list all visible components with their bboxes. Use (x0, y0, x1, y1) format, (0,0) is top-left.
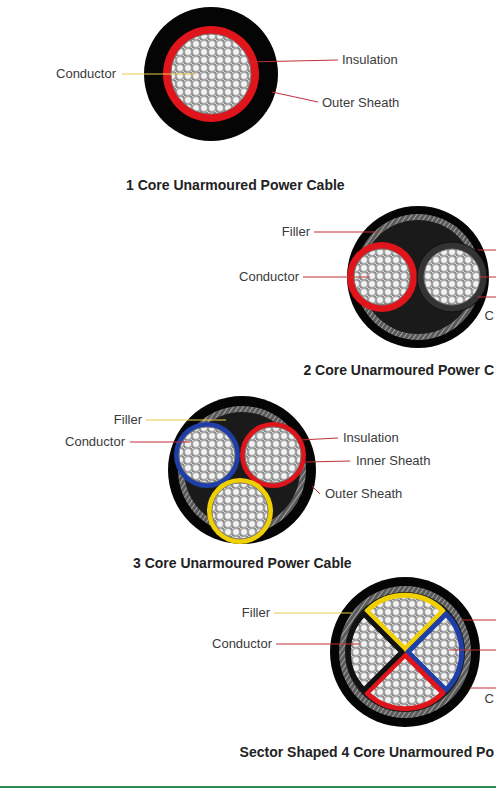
part-label: C (485, 691, 494, 707)
cable-caption: Sector Shaped 4 Core Unarmoured Po (240, 744, 494, 760)
part-label: Filler (114, 412, 142, 428)
cable-caption: 1 Core Unarmoured Power Cable (126, 177, 345, 193)
bottom-rule (0, 786, 496, 788)
part-label: Outer Sheath (325, 486, 402, 502)
part-label: Conductor (239, 269, 299, 285)
two-core-cable (303, 206, 496, 348)
part-label: C (485, 308, 494, 324)
part-label: Conductor (56, 66, 116, 82)
three-core-cable (130, 396, 350, 544)
part-label: Filler (282, 224, 310, 240)
one-core-cable (122, 7, 338, 141)
part-label: Conductor (65, 434, 125, 450)
part-label: Insulation (343, 430, 399, 446)
cable-caption: 2 Core Unarmoured Power C (303, 362, 494, 378)
part-label: Filler (242, 605, 270, 621)
part-label: Inner Sheath (356, 453, 430, 469)
part-label: Conductor (212, 636, 272, 652)
part-label: Outer Sheath (322, 95, 399, 111)
part-label: Insulation (342, 52, 398, 68)
four-core-sector-cable (274, 577, 496, 727)
cable-caption: 3 Core Unarmoured Power Cable (133, 555, 352, 571)
